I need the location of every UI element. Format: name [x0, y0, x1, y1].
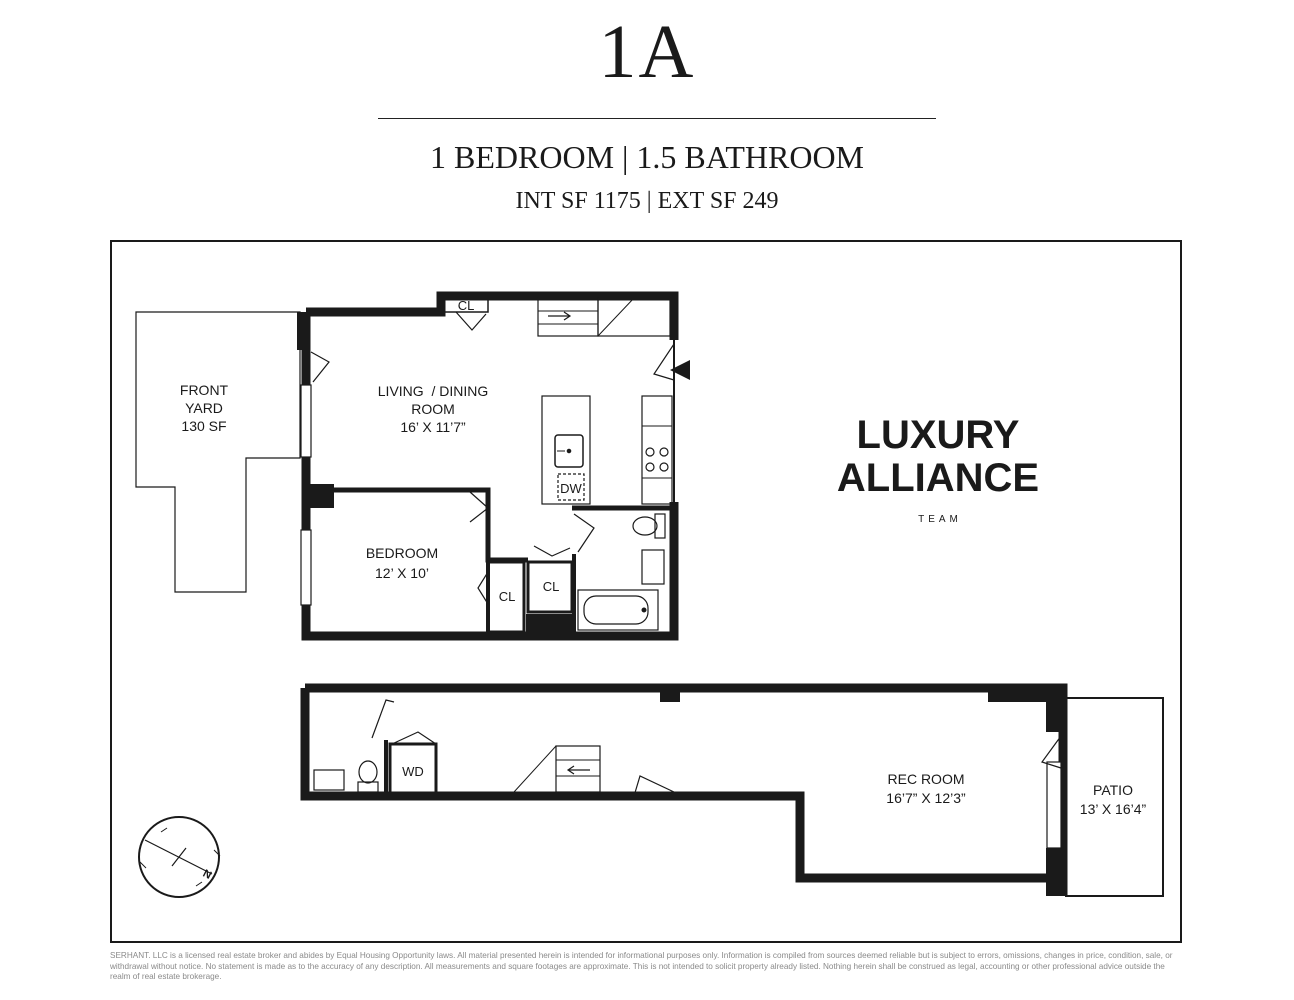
kitchen-sink: [554, 434, 584, 468]
closet-top: [443, 297, 489, 313]
bedroom-label-1: BEDROOM: [366, 545, 438, 561]
bathtub-basin: [583, 595, 649, 625]
door-bath: [573, 513, 595, 553]
window-bedroom: [300, 529, 312, 606]
unit-title: 1A: [598, 10, 696, 94]
lower-sink: [313, 769, 345, 791]
window-rec-room: [1046, 761, 1062, 849]
door-closet-top: [455, 311, 487, 331]
burner-3: [645, 462, 655, 472]
lower-toilet-tank: [357, 781, 379, 793]
dishwasher-label: DW: [560, 481, 582, 496]
window-living: [300, 384, 312, 458]
burner-4: [659, 462, 669, 472]
square-footage: INT SF 1175 | EXT SF 249: [515, 188, 779, 214]
closet-bedroom: [486, 560, 526, 634]
closet-label-hall: CL: [543, 579, 560, 594]
lower-wall-block-2: [1046, 848, 1066, 896]
closet-label-top: CL: [458, 298, 475, 313]
patio-outline: [1065, 697, 1164, 897]
toilet-tank: [654, 513, 666, 539]
stair-diag: [597, 297, 635, 337]
compass-rose: [138, 816, 221, 898]
living-label-1: LIVING / DINING: [378, 383, 488, 399]
tub-drain: [641, 607, 647, 613]
stair-landing: [597, 297, 671, 337]
upper-outer-wall: [301, 291, 679, 641]
door-bedroom: [469, 491, 489, 523]
door-entry: [653, 343, 675, 381]
burner-1: [645, 447, 655, 457]
bedroom-bathroom-count: 1 BEDROOM | 1.5 BATHROOM: [430, 139, 864, 175]
bath-vanity: [641, 549, 665, 585]
lower-stair-diag: [513, 745, 557, 793]
front-yard-label-1: FRONT: [180, 382, 229, 398]
kitchen-island: [541, 395, 591, 505]
wall-block-1: [297, 312, 309, 350]
lower-floor: [300, 683, 1068, 896]
upper-floor: [297, 291, 679, 641]
lower-closet-wd: [388, 742, 438, 796]
kitchen-counter: [641, 395, 673, 505]
burner-2: [659, 447, 669, 457]
lower-wall-block: [1046, 688, 1066, 732]
lower-wall-block-3: [988, 688, 1048, 702]
door-front: [310, 351, 330, 383]
door-closet-bedroom: [477, 571, 489, 605]
front-yard-label-3: 130 SF: [181, 418, 226, 434]
dishwasher-outline: [557, 473, 585, 501]
entry-arrow-icon: [670, 360, 690, 380]
front-yard-outline: [135, 311, 301, 593]
logo-line-2: ALLIANCE: [837, 456, 1039, 500]
stair-arrow: [548, 311, 572, 321]
washer-dryer-label: WD: [402, 764, 424, 779]
logo-line-3: TEAM: [918, 514, 962, 525]
lower-stair-arrow: [566, 765, 590, 775]
front-yard-label-2: YARD: [185, 400, 223, 416]
logo-line-1: LUXURY: [857, 413, 1020, 457]
wall-block-2: [306, 484, 334, 508]
title-divider: [378, 118, 936, 119]
bedroom-label-2: 12’ X 10’: [375, 565, 429, 581]
lower-wall-block-4: [660, 688, 680, 702]
rec-room-label-1: REC ROOM: [888, 771, 965, 787]
lower-toilet: [358, 760, 378, 784]
living-label-3: 16’ X 11’7”: [400, 419, 466, 435]
door-closet-hall: [533, 545, 571, 557]
stairs-lower: [555, 745, 601, 793]
door-lower-bath: [371, 699, 395, 739]
door-lower-hall: [633, 775, 675, 797]
rec-room-label-2: 16’7” X 12’3”: [886, 790, 966, 806]
toilet-bowl: [632, 516, 658, 536]
sink-drain: [566, 448, 572, 454]
door-patio: [1041, 735, 1062, 769]
closet-label-bedroom: CL: [499, 589, 516, 604]
patio-label-1: PATIO: [1093, 782, 1133, 798]
door-wd: [391, 731, 437, 745]
floorplan-frame: [110, 240, 1182, 943]
legal-disclaimer: SERHANT. LLC is a licensed real estate b…: [110, 951, 1173, 981]
wall-block-3: [526, 614, 576, 636]
bathtub: [577, 589, 659, 631]
bedroom-wall-top: [334, 487, 528, 563]
living-label-2: ROOM: [411, 401, 455, 417]
patio-label-2: 13’ X 16’4”: [1080, 801, 1147, 817]
